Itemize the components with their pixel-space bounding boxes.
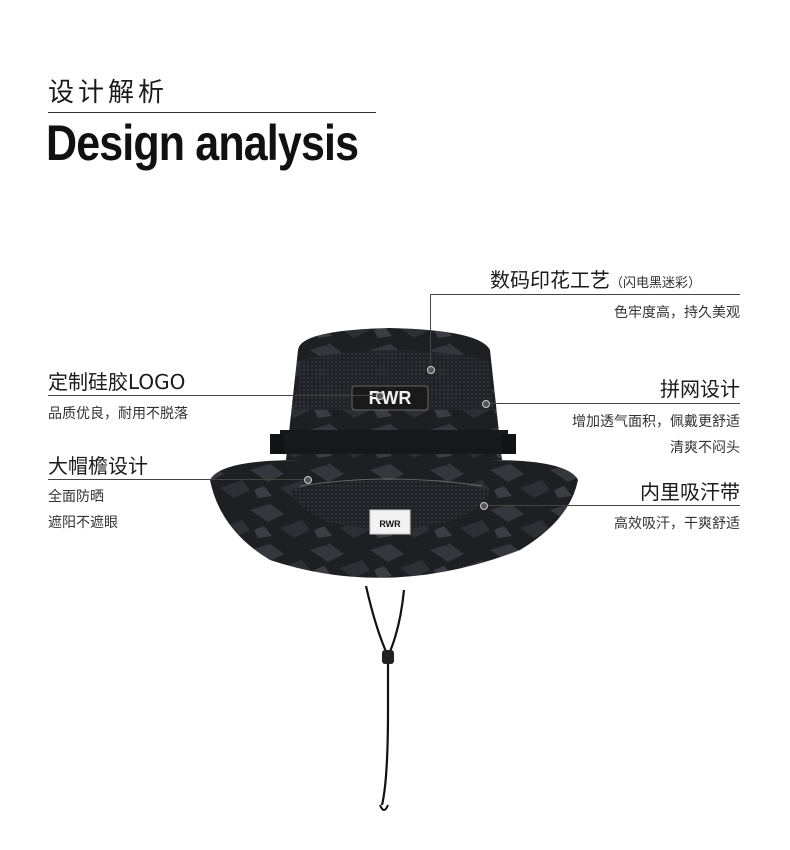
logo-callout-line (48, 395, 378, 396)
hat-band (280, 430, 508, 454)
band-callout-line (486, 505, 740, 506)
header-title-cn: 设计解析 (48, 78, 169, 108)
feature-band-desc: 高效吸汗，干爽舒适 (614, 516, 740, 532)
header-divider (48, 112, 376, 113)
header-title-en: Design analysis (46, 115, 359, 171)
feature-logo-title: 定制硅胶LOGO (48, 370, 186, 394)
brim-callout-line (48, 479, 306, 480)
svg-text:RWR: RWR (369, 388, 412, 408)
silicone-logo (351, 385, 429, 411)
band-callout-dot (480, 502, 488, 510)
print-callout-dot (427, 366, 435, 374)
feature-mesh-desc-2: 清爽不闷头 (670, 440, 740, 456)
bucket-hat-image: RWR RWR (210, 328, 578, 811)
feature-print-title: 数码印花工艺（闪电黑迷彩） (490, 268, 702, 292)
feature-mesh-title: 拼网设计 (660, 377, 740, 401)
feature-brim-desc-2: 遮阳不遮眼 (48, 515, 118, 531)
print-callout-line (430, 294, 740, 295)
strap-toggle (382, 650, 394, 664)
feature-mesh-desc-1: 增加透气面积，佩戴更舒适 (572, 414, 740, 430)
feature-brim-title: 大帽檐设计 (48, 454, 148, 478)
chin-strap (364, 585, 406, 806)
feature-brim-desc-1: 全面防晒 (48, 489, 104, 505)
mesh-callout-dot (482, 400, 490, 408)
feature-band-title: 内里吸汗带 (640, 480, 740, 504)
feature-print-desc: 色牢度高，持久美观 (614, 305, 740, 321)
feature-print-note: （闪电黑迷彩） (610, 276, 702, 291)
svg-text:RWR: RWR (379, 519, 401, 529)
inner-label (369, 509, 411, 535)
mesh-callout-line (488, 403, 740, 404)
logo-callout-dot (376, 392, 384, 400)
brim-callout-dot (304, 476, 312, 484)
feature-logo-desc: 品质优良，耐用不脱落 (48, 406, 188, 422)
hat-inner (290, 480, 490, 530)
print-callout-vline (430, 294, 431, 368)
